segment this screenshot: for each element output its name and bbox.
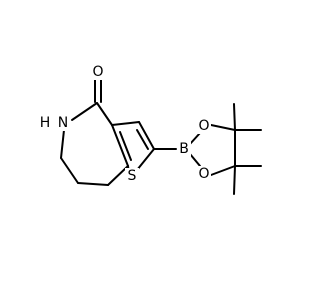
amide-hydrogen-bg [39,115,51,131]
ester-oxygen-upper-bg [197,118,211,134]
ester-oxygen-lower-bg [197,166,211,182]
bond-c8-to-c8a [107,165,129,186]
thiophene-sulfur-label: S [128,168,137,184]
bond-c4-methyl-up [233,103,236,131]
bond-c7-to-c8 [77,182,109,186]
amide-hydrogen-label: H [40,115,51,131]
ester-oxygen-lower-label: O [198,166,209,182]
bond-group [60,79,262,195]
bond-c3-to-c2-outer [138,121,155,150]
bond-carbonyl-to-nitrogen [71,102,98,121]
bond-c6-to-c7 [60,157,79,184]
amide-nitrogen-label: N [58,115,68,131]
thiophene-sulfur-bg [125,168,139,184]
carbonyl-oxygen-label: O [92,64,103,80]
bond-o-upper-to-c4 [210,124,236,131]
bond-c2-to-s [136,148,155,171]
ester-oxygen-upper-label: O [198,118,209,134]
boron-bg [177,141,191,157]
carbonyl-oxygen-bg [91,64,105,80]
molecule-structure-diagram: O N H S B O O [39,64,262,195]
bond-c3a-to-c8a-inner [119,131,132,161]
bond-c3a-to-c3 [111,121,140,126]
bond-carbonyl-to-c3a [96,102,113,126]
boron-label: B [179,141,189,157]
amide-nitrogen-bg [56,115,70,131]
bond-c5-methyl-down [233,165,236,195]
bond-o-lower-to-c5 [210,165,236,176]
bond-boron-to-o-upper [189,132,201,145]
atom-label-group: O N H S B O O [39,64,211,184]
bond-c3-to-c2-inner [136,129,149,150]
bond-boron-to-o-lower [189,153,201,167]
bond-n-to-c6 [60,129,65,159]
bond-c3a-to-c8a-outer [111,124,129,167]
